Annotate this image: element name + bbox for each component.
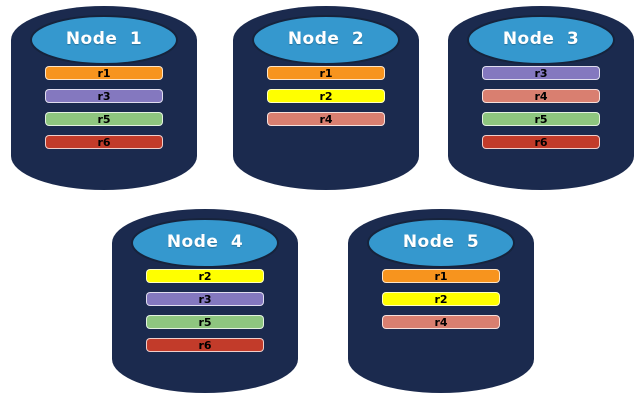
replica-bar-r1: r1 [382,269,500,283]
replica-bar-r6: r6 [146,338,264,352]
replica-list: r1 r3 r5 r6 [45,66,163,149]
replica-list: r3 r4 r5 r6 [482,66,600,149]
replica-bar-r3: r3 [482,66,600,80]
node-title: Node 3 [502,29,580,49]
replica-bar-r5: r5 [45,112,163,126]
replica-bar-r2: r2 [382,292,500,306]
replica-bar-r3: r3 [146,292,264,306]
node-title: Node 1 [65,29,143,49]
node-2-cylinder: Node 2 r1 r2 r4 [232,5,420,191]
node-title: Node 2 [287,29,365,49]
replica-bar-r5: r5 [482,112,600,126]
replica-bar-r5: r5 [146,315,264,329]
node-5-cylinder: Node 5 r1 r2 r4 [347,208,535,394]
replica-bar-r4: r4 [482,89,600,103]
replica-bar-r4: r4 [267,112,385,126]
replica-bar-r2: r2 [146,269,264,283]
replica-bar-r3: r3 [45,89,163,103]
replica-bar-r1: r1 [45,66,163,80]
replica-list: r1 r2 r4 [382,269,500,329]
node-3-cylinder: Node 3 r3 r4 r5 r6 [447,5,635,191]
node-1-cylinder: Node 1 r1 r3 r5 r6 [10,5,198,191]
node-title: Node 5 [402,232,480,252]
replica-bar-r2: r2 [267,89,385,103]
replica-list: r1 r2 r4 [267,66,385,126]
replica-bar-r4: r4 [382,315,500,329]
replica-bar-r6: r6 [45,135,163,149]
node-4-cylinder: Node 4 r2 r3 r5 r6 [111,208,299,394]
replica-list: r2 r3 r5 r6 [146,269,264,352]
replica-bar-r1: r1 [267,66,385,80]
replica-bar-r6: r6 [482,135,600,149]
node-title: Node 4 [166,232,244,252]
